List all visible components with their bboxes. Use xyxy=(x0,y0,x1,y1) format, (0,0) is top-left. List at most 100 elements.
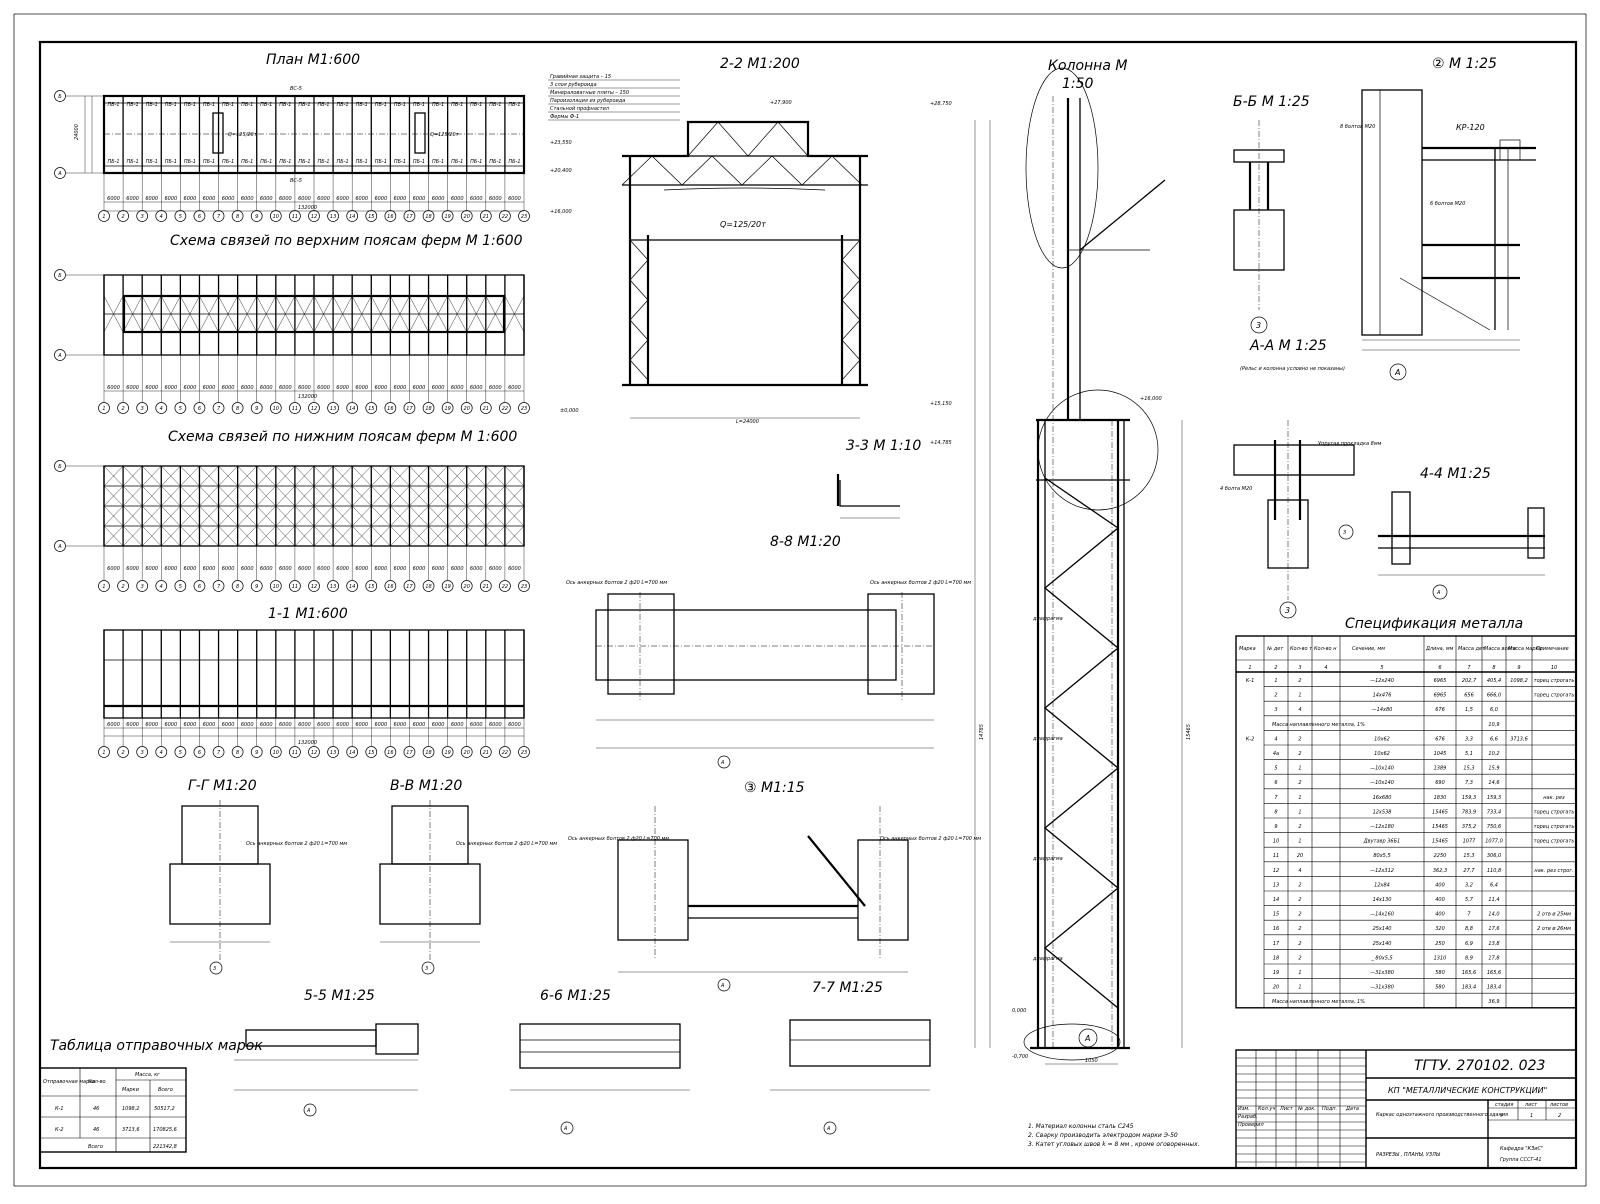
axis-label-21: 21 xyxy=(483,214,489,220)
axis-bubble-14 xyxy=(346,210,359,222)
section-2-2-span: L=24000 xyxy=(736,419,759,425)
spec-cell-length: 2250 xyxy=(1434,853,1447,859)
step-dim: 6000 xyxy=(374,196,387,202)
spec-col-number: 7 xyxy=(1467,665,1471,671)
spec-cell-no: 11 xyxy=(1273,853,1279,859)
axis-label-2: 2 xyxy=(121,214,124,220)
shipping-total-2: 170825,6 xyxy=(153,1127,177,1133)
title-stage: У xyxy=(1500,1113,1504,1119)
spec-cell-section: —10x140 xyxy=(1370,766,1394,772)
axis-bubble-19 xyxy=(441,580,454,592)
spec-cell-m2: 17,6 xyxy=(1488,926,1499,932)
row-bubble-Б xyxy=(54,269,66,281)
axis-label-6: 6 xyxy=(198,750,201,756)
spec-col-number: 3 xyxy=(1298,665,1301,671)
panel-label: ПБ-1 xyxy=(279,102,291,108)
axis-label-12: 12 xyxy=(311,750,317,756)
step-dim: 6000 xyxy=(432,566,445,572)
axis-label-14: 14 xyxy=(349,214,355,220)
step-dim: 6000 xyxy=(470,566,483,572)
step-dim: 6000 xyxy=(126,566,139,572)
section-g-g: Г-Г М1:20 Ось анкерных болтов 2 ф20 L=70… xyxy=(169,778,347,975)
bottom-bracing-view: Схема связей по нижним поясам ферм М 1:6… xyxy=(98,429,530,592)
axis-bubble-5 xyxy=(174,402,187,414)
step-dim: 6000 xyxy=(184,722,197,728)
step-dim: 6000 xyxy=(470,385,483,391)
step-dim: 6000 xyxy=(508,385,521,391)
svg-text:Гравийная защита – 15: Гравийная защита – 15 xyxy=(550,74,611,80)
roof-notes: Гравийная защита – 15 3 слоя рубероида М… xyxy=(548,74,680,121)
step-dim: 6000 xyxy=(413,566,426,572)
axis-bubble-20 xyxy=(460,402,473,414)
axis-bubble-18 xyxy=(422,210,435,222)
spec-header: № дет xyxy=(1266,646,1284,652)
step-dim: 6000 xyxy=(126,722,139,728)
spec-cell-t: 2 xyxy=(1298,678,1301,684)
section-2-2-crane: Q=125/20т xyxy=(720,220,766,229)
spec-cell-no: 8 xyxy=(1274,809,1277,815)
axis-bubble-19 xyxy=(441,210,454,222)
elev-0: +27,900 xyxy=(770,100,792,106)
section-b-b-title: Б-Б М 1:25 xyxy=(1233,94,1310,110)
node-3-bolt-note-1: Ось анкерных болтов 2 ф20 L=700 мм xyxy=(568,836,669,842)
axis-label-5: 5 xyxy=(179,584,182,590)
axis-bubble-14 xyxy=(346,746,359,758)
spec-cell-m1: 159,3 xyxy=(1462,795,1476,801)
section-3-3-title: 3-3 М 1:10 xyxy=(846,438,921,454)
section-2-2: 2-2 М1:200 Q=125/20т L=24000 +23,550 +20… xyxy=(548,56,868,425)
axis-label-17: 17 xyxy=(406,584,413,590)
plan-span: 24000 xyxy=(74,124,80,140)
step-dim: 6000 xyxy=(107,566,120,572)
spec-cell-note: торец строгать xyxy=(1534,809,1575,815)
axis-label-7: 7 xyxy=(217,750,221,756)
section-6-6: 6-6 М1:25 А xyxy=(510,988,690,1135)
section-g-g-title: Г-Г М1:20 xyxy=(188,778,257,794)
step-dim: 6000 xyxy=(203,385,216,391)
axis-label-16: 16 xyxy=(387,584,393,590)
axis-label-8: 8 xyxy=(236,214,239,220)
step-dim: 6000 xyxy=(145,385,158,391)
title-sheet-no: 1 xyxy=(1530,1113,1533,1119)
shipping-total-1: 50517,2 xyxy=(154,1106,175,1112)
svg-text:3 слоя рубероида: 3 слоя рубероида xyxy=(550,82,597,88)
axis-bubble-2 xyxy=(117,402,129,414)
step-dim: 6000 xyxy=(184,196,197,202)
axis-label-23: 23 xyxy=(521,584,527,590)
axis-label-14: 14 xyxy=(349,750,355,756)
axis-label-10: 10 xyxy=(273,584,279,590)
step-dim: 6000 xyxy=(107,722,120,728)
spec-cell-m1: 375,2 xyxy=(1462,824,1476,830)
role-1: Кол.уч xyxy=(1258,1106,1275,1112)
axis-label-18: 18 xyxy=(425,584,431,590)
section-3-3: 3-3 М 1:10 xyxy=(836,438,921,519)
spec-cell-note: 2 отв ø 26мм xyxy=(1537,926,1571,932)
spec-cell-length: 676 xyxy=(1435,707,1445,713)
elev-4: ±0,000 xyxy=(560,408,579,414)
spec-cell-length: 6965 xyxy=(1434,678,1447,684)
axis-bubble-9 xyxy=(250,580,263,592)
spec-cell-m1: 27,7 xyxy=(1463,868,1475,874)
section-b-b: Б-Б М 1:25 3 xyxy=(1233,94,1310,334)
spec-cell-no: 1 xyxy=(1274,678,1277,684)
panel-label: ПБ-1 xyxy=(241,159,253,165)
spec-cell-no: 13 xyxy=(1273,882,1279,888)
spec-cell-m1: 3,2 xyxy=(1465,882,1473,888)
spec-cell-no: 7 xyxy=(1274,795,1278,801)
axis-bubble-19 xyxy=(441,402,454,414)
spec-cell-m1: 183,4 xyxy=(1462,985,1476,991)
axis-bubble-11 xyxy=(289,210,301,222)
axis-bubble-20 xyxy=(460,746,473,758)
spec-cell-m1: 15,3 xyxy=(1463,853,1474,859)
axis-bubble-11 xyxy=(289,580,301,592)
spec-cell-m2: 15,9 xyxy=(1488,766,1499,772)
axis-bubble-8 xyxy=(231,746,244,758)
panel-label: ПБ-1 xyxy=(470,102,482,108)
spec-cell-m1: 656 xyxy=(1464,693,1474,699)
axis-label-20: 20 xyxy=(464,406,470,412)
spec-col-number: 4 xyxy=(1324,665,1327,671)
axis-label-5: 5 xyxy=(179,214,182,220)
spec-cell-note: 2 отв ø 25мм xyxy=(1537,912,1571,918)
step-dim: 6000 xyxy=(432,385,445,391)
node-3-title: ③ М1:15 xyxy=(744,780,805,796)
axis-label-21: 21 xyxy=(483,750,489,756)
